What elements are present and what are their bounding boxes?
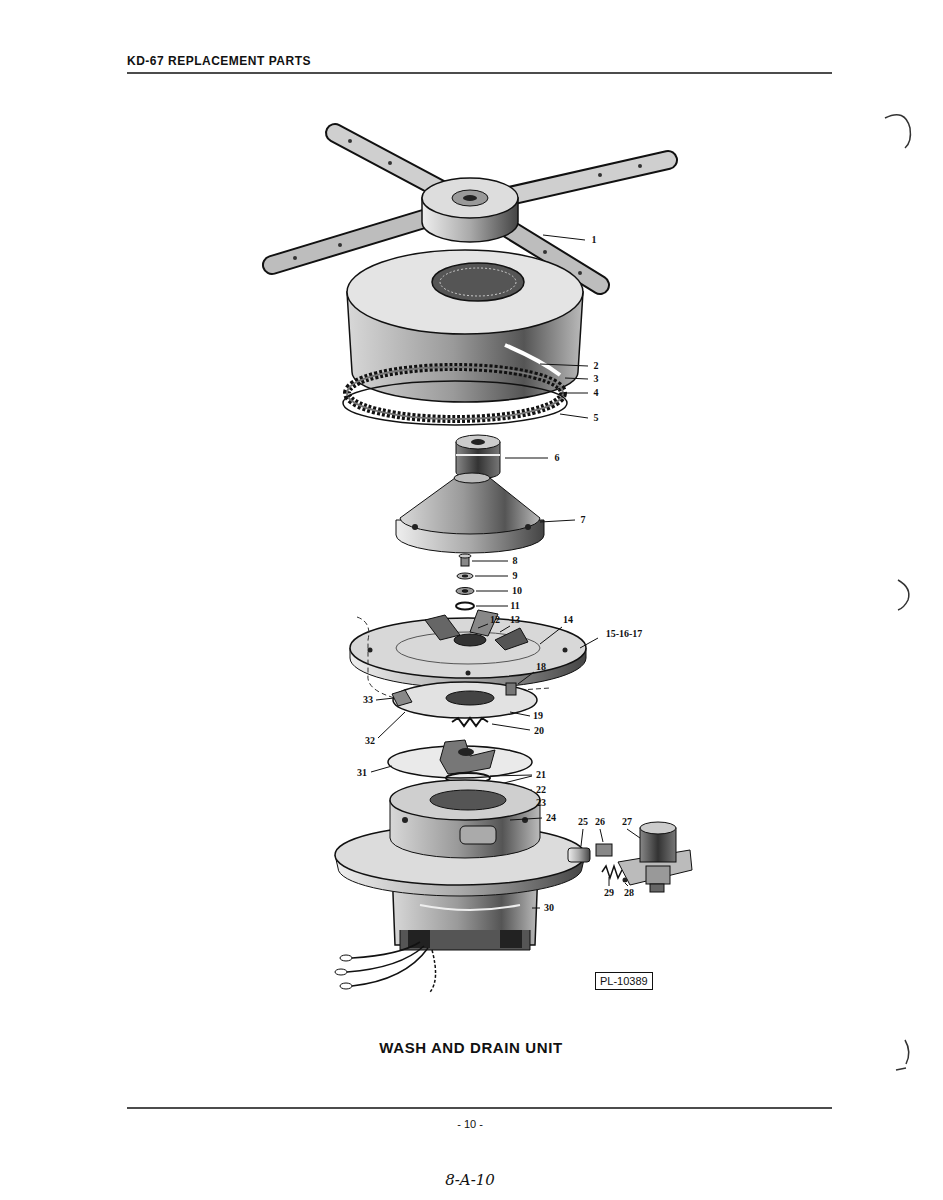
callout-number: 28 (624, 888, 634, 898)
callout-number: 27 (622, 817, 632, 827)
pump-plate (350, 610, 586, 688)
callout-number: 22 (536, 785, 546, 795)
leader-line (543, 235, 585, 240)
leader-lines (510, 818, 542, 908)
callout-number: 6 (555, 453, 560, 463)
callout-number: 4 (594, 388, 599, 398)
callout-number: 20 (534, 726, 544, 736)
callout-number: 31 (357, 768, 367, 778)
callout-number: 2 (594, 361, 599, 371)
page-header: KD-67 REPLACEMENT PARTS (127, 55, 311, 67)
callout-number: 18 (536, 662, 546, 672)
handwritten-note: 8-A-10 (445, 1173, 495, 1188)
callout-number: 3 (594, 374, 599, 384)
callout-number: 1 (592, 235, 597, 245)
drain-valve (568, 822, 692, 892)
motor-assembly (335, 780, 585, 950)
callout-number: 12 (490, 615, 500, 625)
callout-number: 11 (510, 601, 519, 611)
callout-number: 7 (581, 515, 586, 525)
footer-rule (127, 1107, 832, 1109)
page-number: - 10 - (457, 1119, 483, 1130)
callout-number: 33 (363, 695, 373, 705)
wash-housing (343, 250, 583, 425)
callout-number: 23 (536, 798, 546, 808)
punch-marks (885, 115, 910, 1070)
plate-number-box: PL-10389 (595, 972, 653, 990)
callout-number: 14 (563, 615, 573, 625)
leader-line (371, 766, 392, 772)
leader-lines (376, 672, 534, 738)
spring (452, 718, 488, 726)
assembly-path (357, 617, 395, 698)
callout-number: 13 (510, 615, 520, 625)
callout-number: 30 (544, 903, 554, 913)
drive-hub (456, 435, 500, 479)
pump-cone (396, 473, 544, 553)
callout-number: 9 (513, 571, 518, 581)
fasteners (456, 554, 474, 610)
leader-line (540, 520, 575, 522)
plate-number: PL-10389 (600, 975, 648, 987)
figure-caption: WASH AND DRAIN UNIT (379, 1039, 562, 1056)
callout-number: 10 (512, 586, 522, 596)
leader-lines (540, 364, 588, 418)
leader-line (505, 458, 548, 459)
lead-wires (347, 942, 436, 992)
wire-terminals (335, 955, 352, 989)
callout-number: 8 (513, 556, 518, 566)
callout-number: 21 (536, 770, 546, 780)
callout-number: 19 (533, 711, 543, 721)
callout-number: 24 (546, 813, 556, 823)
header-rule (127, 72, 832, 74)
callout-number: 25 (578, 817, 588, 827)
leader-lines (472, 561, 508, 606)
seal-plate (392, 682, 537, 718)
impeller (388, 740, 532, 778)
leader-lines (478, 624, 598, 648)
callout-number: 15-16-17 (606, 629, 643, 639)
callout-number: 5 (594, 413, 599, 423)
callout-number: 32 (365, 736, 375, 746)
leader-lines (581, 829, 640, 886)
callout-number: 26 (595, 817, 605, 827)
callout-number: 29 (604, 888, 614, 898)
leader-line (492, 724, 530, 730)
